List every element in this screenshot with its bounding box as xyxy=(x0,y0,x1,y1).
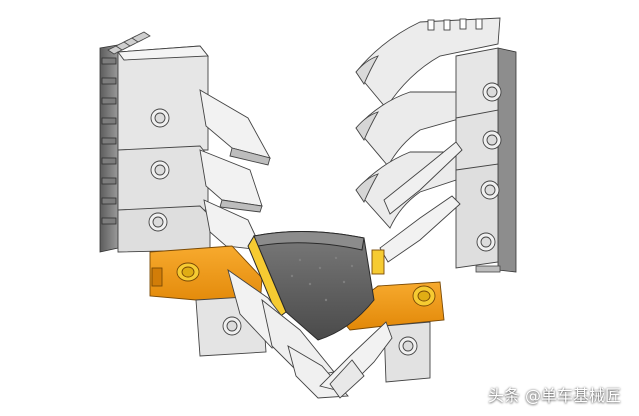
lower-left-links xyxy=(195,268,349,399)
orange-bracket-right xyxy=(337,249,445,331)
left-stack-blocks xyxy=(117,45,271,253)
right-stack-blocks xyxy=(379,47,502,269)
rubber-block xyxy=(247,230,375,341)
lower-right-links xyxy=(319,321,431,399)
left-stack-side xyxy=(99,31,151,253)
watermark-text: 头条 @单车基械匠 xyxy=(487,386,621,405)
